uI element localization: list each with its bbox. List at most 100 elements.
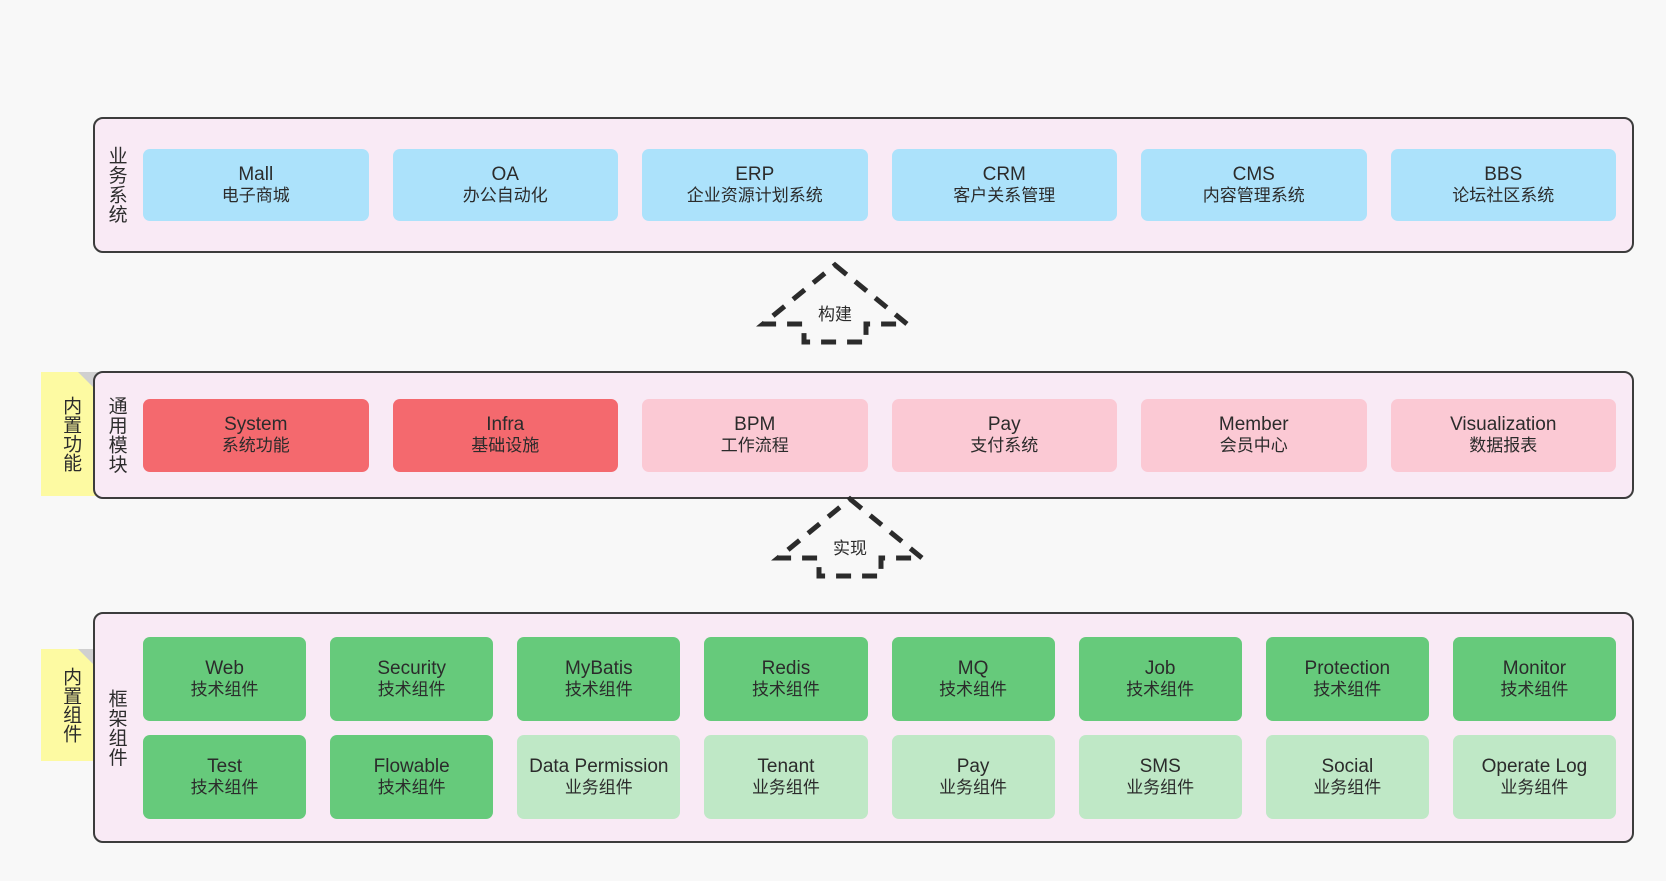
card-title-en: Infra [486, 414, 525, 436]
card-title-en: Redis [761, 657, 811, 679]
card-mybatis[interactable]: MyBatis 技术组件 [517, 636, 681, 721]
card-title-cn: 系统功能 [221, 436, 290, 456]
card-row: Mall 电子商城 OA 办公自动化 ERP 企业资源计划系统 CRM 客户关系… [143, 149, 1616, 221]
card-security[interactable]: Security 技术组件 [330, 636, 494, 721]
card-title-en: Flowable [373, 755, 450, 777]
card-title-en: Job [1144, 657, 1176, 679]
card-social[interactable]: Social 业务组件 [1265, 734, 1429, 819]
sticky-note-builtin-feature: 内置功能 [41, 372, 100, 496]
card-member[interactable]: Member 会员中心 [1141, 398, 1367, 472]
card-title-en: Operate Log [1481, 755, 1588, 777]
card-pay-business[interactable]: Pay 业务组件 [891, 734, 1055, 819]
card-system[interactable]: System 系统功能 [143, 398, 369, 472]
layer-body-common-module: System 系统功能 Infra 基础设施 BPM 工作流程 Pay 支付系统… [137, 373, 1632, 497]
card-test[interactable]: Test 技术组件 [143, 734, 307, 819]
arrow-label-build: 构建 [818, 305, 852, 324]
card-title-cn: 内容管理系统 [1202, 186, 1305, 206]
card-title-cn: 技术组件 [1126, 679, 1195, 699]
card-title-en: Test [207, 755, 242, 777]
card-infra[interactable]: Infra 基础设施 [392, 398, 618, 472]
card-title-en: Protection [1304, 657, 1391, 679]
card-title-en: MyBatis [565, 657, 633, 679]
card-title-en: Visualization [1450, 414, 1557, 436]
layer-framework-component: 框架组件 Web 技术组件 Security 技术组件 MyBatis 技术组件… [93, 612, 1634, 843]
card-web[interactable]: Web 技术组件 [143, 636, 307, 721]
card-title-en: Security [377, 657, 446, 679]
card-title-cn: 电子商城 [221, 186, 290, 206]
card-title-cn: 技术组件 [1313, 679, 1382, 699]
card-title-cn: 技术组件 [377, 777, 446, 797]
card-title-en: System [224, 414, 288, 436]
card-pay[interactable]: Pay 支付系统 [891, 398, 1117, 472]
card-title-cn: 客户关系管理 [953, 186, 1056, 206]
card-title-cn: 业务组件 [751, 777, 820, 797]
card-title-cn: 业务组件 [564, 777, 633, 797]
card-title-cn: 技术组件 [939, 679, 1008, 699]
card-cms[interactable]: CMS 内容管理系统 [1141, 149, 1367, 221]
card-title-cn: 技术组件 [190, 679, 259, 699]
layer-business-system: 业务系统 Mall 电子商城 OA 办公自动化 ERP 企业资源计划系统 CRM… [93, 117, 1634, 253]
sticky-note-label: 内置功能 [60, 396, 82, 472]
card-row: System 系统功能 Infra 基础设施 BPM 工作流程 Pay 支付系统… [143, 398, 1616, 472]
card-mq[interactable]: MQ 技术组件 [891, 636, 1055, 721]
card-tenant[interactable]: Tenant 业务组件 [704, 734, 868, 819]
card-title-cn: 业务组件 [939, 777, 1008, 797]
card-title-en: Monitor [1502, 657, 1567, 679]
card-title-en: OA [491, 164, 519, 186]
card-title-cn: 业务组件 [1500, 777, 1569, 797]
card-title-cn: 办公自动化 [462, 186, 548, 206]
card-title-en: BPM [734, 414, 776, 436]
dashed-hollow-arrow-up-icon [756, 261, 914, 345]
card-row-business: Test 技术组件 Flowable 技术组件 Data Permission … [143, 734, 1616, 819]
dashed-hollow-arrow-up-icon [771, 495, 929, 579]
card-title-cn: 业务组件 [1126, 777, 1195, 797]
layer-title-common-module: 通用模块 [105, 396, 127, 474]
card-title-en: Tenant [757, 755, 815, 777]
card-operate-log[interactable]: Operate Log 业务组件 [1452, 734, 1616, 819]
card-title-cn: 业务组件 [1313, 777, 1382, 797]
card-title-en: Pay [987, 414, 1021, 436]
card-bpm[interactable]: BPM 工作流程 [642, 398, 868, 472]
card-title-en: MQ [957, 657, 989, 679]
arrow-implement: 实现 [771, 495, 929, 579]
card-title-cn: 技术组件 [751, 679, 820, 699]
card-title-en: ERP [735, 164, 775, 186]
layer-body-framework-component: Web 技术组件 Security 技术组件 MyBatis 技术组件 Redi… [137, 614, 1632, 841]
card-title-cn: 会员中心 [1219, 436, 1288, 456]
arrow-label-implement: 实现 [833, 539, 867, 558]
layer-title-framework-component: 框架组件 [105, 688, 127, 767]
card-title-cn: 技术组件 [564, 679, 633, 699]
layer-body-business-system: Mall 电子商城 OA 办公自动化 ERP 企业资源计划系统 CRM 客户关系… [137, 119, 1632, 251]
arrow-build: 构建 [756, 261, 914, 345]
card-title-en: CRM [982, 164, 1026, 186]
card-flowable[interactable]: Flowable 技术组件 [330, 734, 494, 819]
card-row-technical: Web 技术组件 Security 技术组件 MyBatis 技术组件 Redi… [143, 636, 1616, 721]
card-title-en: BBS [1484, 164, 1523, 186]
card-title-cn: 支付系统 [970, 436, 1039, 456]
card-title-cn: 论坛社区系统 [1452, 186, 1555, 206]
sticky-note-label: 内置组件 [60, 667, 82, 743]
sticky-note-builtin-component: 内置组件 [41, 649, 100, 761]
card-redis[interactable]: Redis 技术组件 [704, 636, 868, 721]
card-mall[interactable]: Mall 电子商城 [143, 149, 369, 221]
card-title-cn: 技术组件 [377, 679, 446, 699]
card-oa[interactable]: OA 办公自动化 [392, 149, 618, 221]
card-erp[interactable]: ERP 企业资源计划系统 [642, 149, 868, 221]
card-visualization[interactable]: Visualization 数据报表 [1390, 398, 1616, 472]
card-title-cn: 技术组件 [190, 777, 259, 797]
card-data-permission[interactable]: Data Permission 业务组件 [517, 734, 681, 819]
card-title-cn: 数据报表 [1469, 436, 1538, 456]
card-sms[interactable]: SMS 业务组件 [1078, 734, 1242, 819]
card-crm[interactable]: CRM 客户关系管理 [891, 149, 1117, 221]
card-title-cn: 企业资源计划系统 [686, 186, 823, 206]
card-protection[interactable]: Protection 技术组件 [1265, 636, 1429, 721]
card-bbs[interactable]: BBS 论坛社区系统 [1390, 149, 1616, 221]
card-title-en: Member [1218, 414, 1289, 436]
card-title-en: Mall [238, 164, 274, 186]
card-job[interactable]: Job 技术组件 [1078, 636, 1242, 721]
card-title-cn: 基础设施 [471, 436, 540, 456]
card-title-en: Web [205, 657, 244, 679]
card-monitor[interactable]: Monitor 技术组件 [1452, 636, 1616, 721]
card-title-cn: 技术组件 [1500, 679, 1569, 699]
